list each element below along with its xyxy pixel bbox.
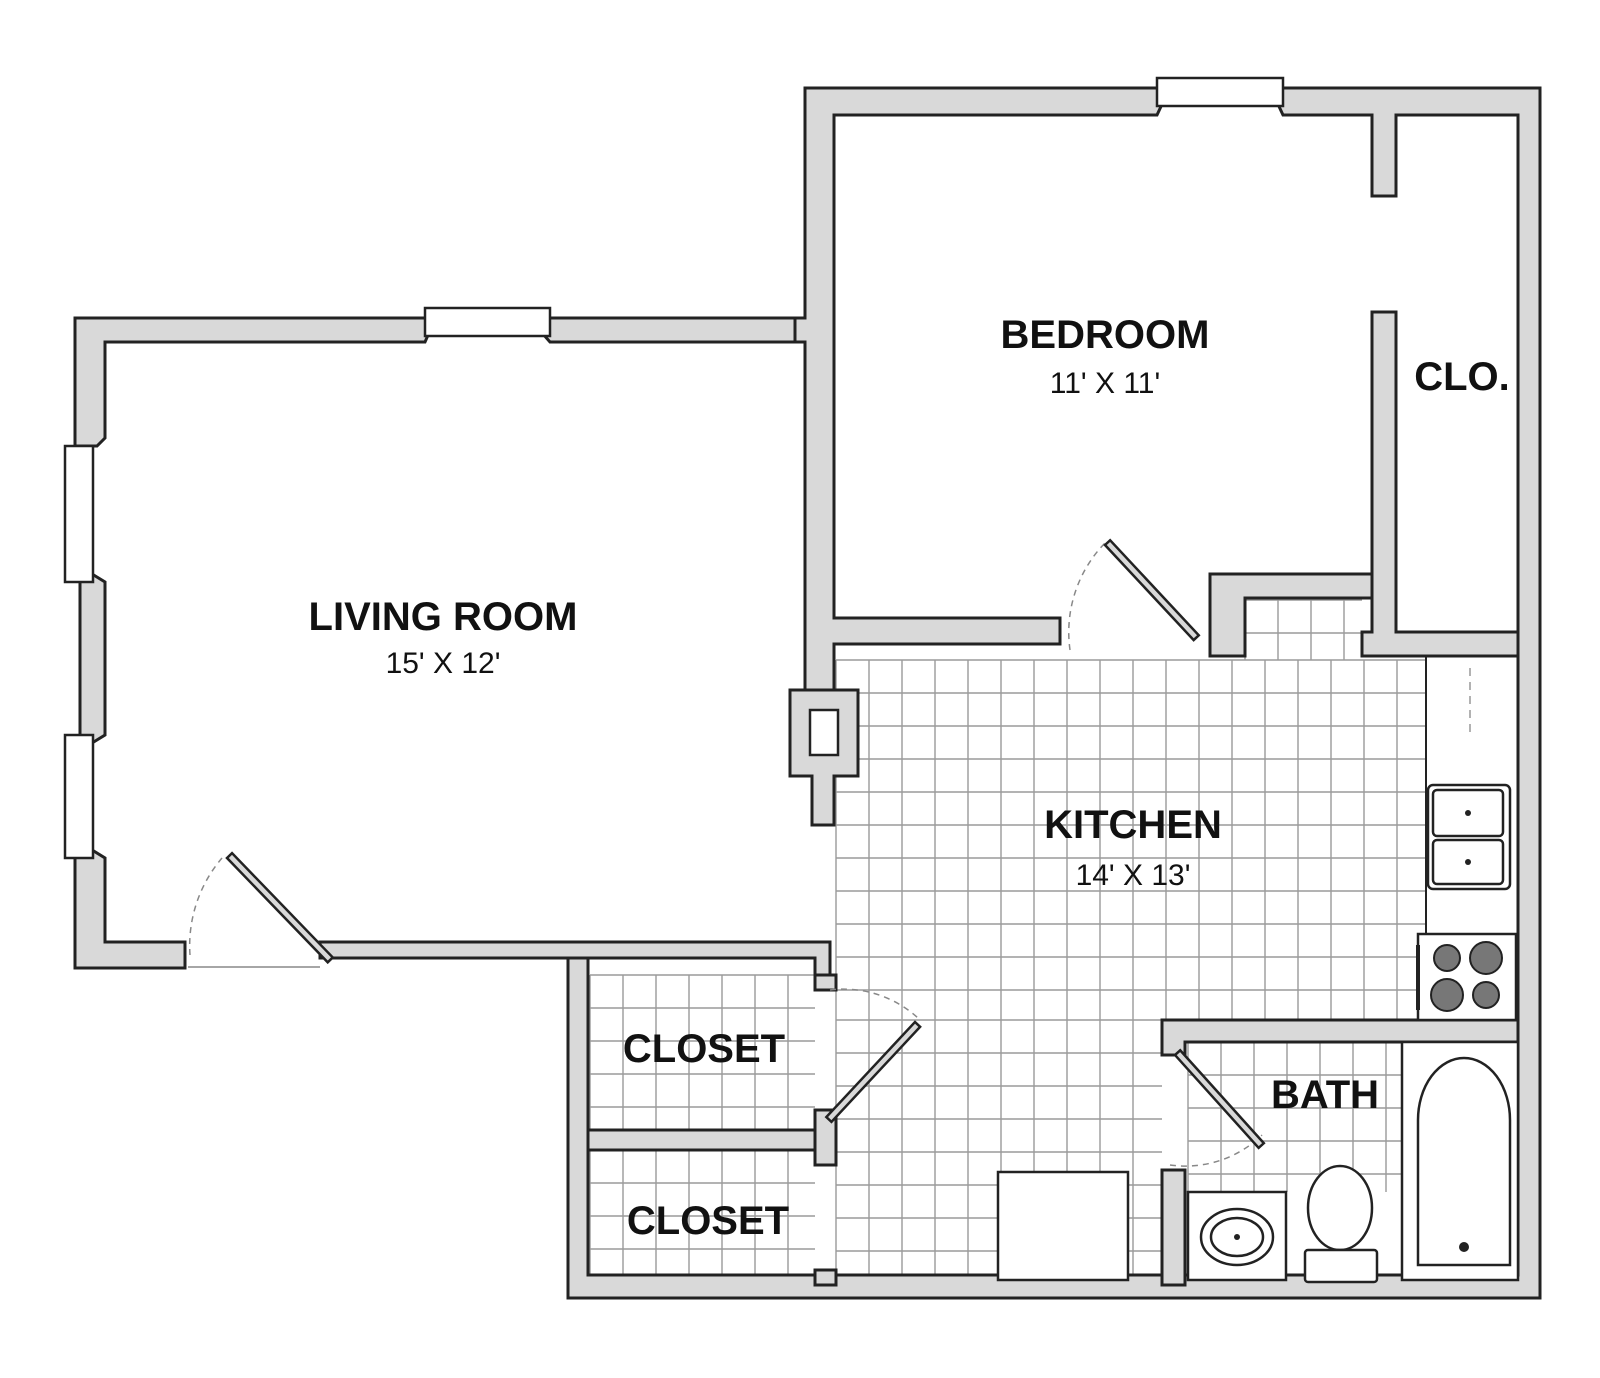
living-room-top-wall-right: [541, 316, 797, 344]
living-room-top-window: [423, 306, 552, 338]
closet-upper-right-wall: [586, 1128, 830, 1167]
living-room-left-window-lower: [63, 733, 95, 860]
bedroom-label: BEDROOM: [1001, 313, 1210, 357]
sink-drain: [1234, 1234, 1240, 1240]
living-room-left-wall-mid: [78, 572, 107, 745]
bedroom-door-swing: [1068, 542, 1106, 651]
walls: [73, 86, 1542, 1300]
closet-upper-door: [824, 1020, 922, 1124]
closet-lower-stub: [813, 1268, 838, 1287]
kitchen-label: KITCHEN: [1044, 803, 1222, 847]
living-room-entry-swing: [188, 857, 223, 956]
bedroom-door: [1103, 538, 1201, 642]
bedroom-door-jog: [1208, 572, 1374, 658]
closet-lower-label: CLOSET: [627, 1199, 789, 1243]
closet-upper-label: CLOSET: [623, 1027, 785, 1071]
bedroom-top-wall-right: [566, 86, 1542, 1300]
burner-icon: [1433, 944, 1461, 972]
bedroom-closet-label: CLO.: [1414, 355, 1510, 399]
living-room-entry-door: [225, 851, 335, 965]
bedroom-size: 11' X 11': [1050, 367, 1160, 400]
tub-drain: [1459, 1242, 1469, 1252]
living-room-top-wall: [73, 316, 434, 448]
bedroom-left-wall: [793, 86, 1166, 692]
bath-top-wall: [1160, 1018, 1520, 1057]
kitchen-fixtures: [996, 656, 1518, 1282]
bath-label: BATH: [1271, 1073, 1379, 1117]
sink-drain-top: [1465, 810, 1471, 816]
bath-door: [1173, 1048, 1266, 1150]
toilet-tank: [1303, 1248, 1379, 1284]
refrigerator: [996, 1170, 1130, 1282]
fireplace: [788, 688, 860, 827]
living-room-size: 15' X 12': [386, 647, 501, 680]
bath-door-swing: [1169, 1134, 1263, 1167]
doors: [188, 538, 1266, 1167]
bedroom-closet-divider: [1360, 310, 1520, 658]
windows: [63, 76, 1285, 860]
living-room-left-window-upper: [63, 444, 95, 584]
bath-fixtures: [1186, 1040, 1520, 1284]
closet-upper-divider: [813, 1108, 838, 1167]
burner-icon: [1430, 978, 1464, 1012]
burner-icon: [1472, 981, 1500, 1009]
room-labels: LIVING ROOM 15' X 12' BEDROOM 11' X 11' …: [309, 313, 1510, 1243]
fireplace-opening: [808, 708, 840, 757]
living-room-label: LIVING ROOM: [309, 595, 578, 639]
stove: [1416, 932, 1518, 1022]
closet-upper-door-swing: [829, 988, 919, 1019]
closet-upper-door-stub: [813, 973, 838, 992]
burner-icon: [1469, 941, 1503, 975]
kitchen-size: 14' X 13': [1076, 859, 1191, 892]
sink-drain-bottom: [1465, 859, 1471, 865]
toilet-bowl: [1306, 1164, 1374, 1252]
bedroom-top-window: [1155, 76, 1285, 108]
bathtub-basin: [1416, 1056, 1512, 1267]
living-room-left-wall-low: [73, 848, 187, 970]
bath-left-wall: [1160, 1168, 1187, 1287]
